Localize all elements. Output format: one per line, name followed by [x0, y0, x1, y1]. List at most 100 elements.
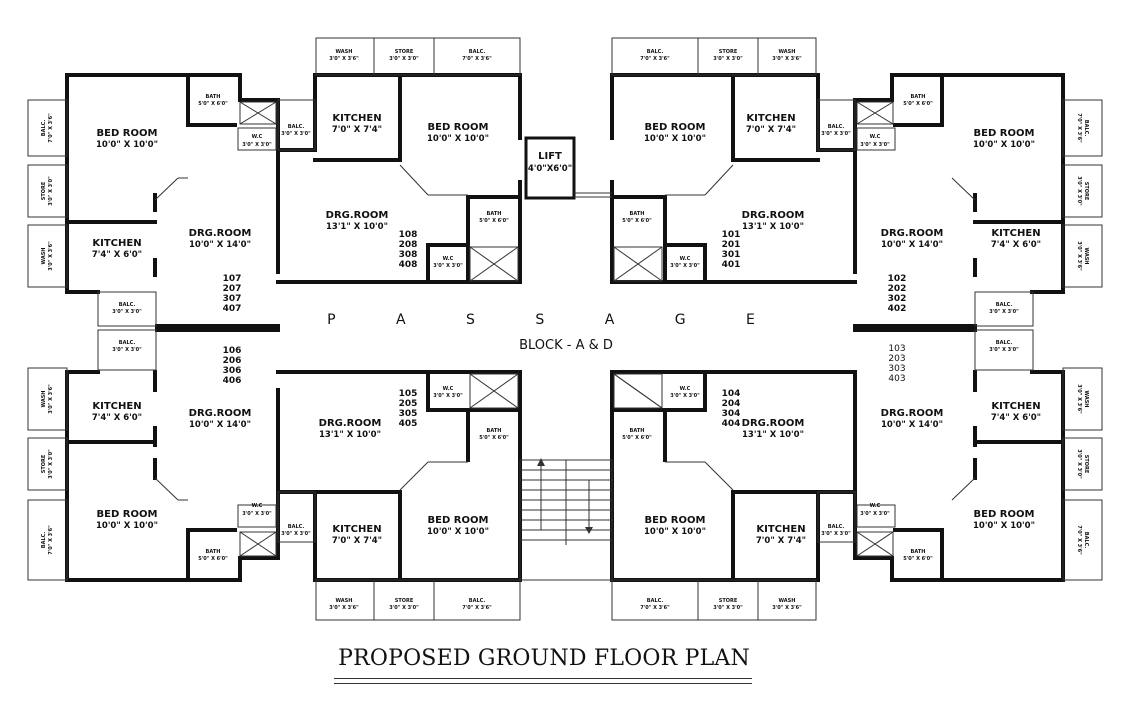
- wash-label: WASH: [41, 391, 47, 408]
- flat-number: 201: [722, 240, 741, 250]
- passage-label: P A S S A G E: [327, 312, 783, 328]
- room-bedroom-size: 10'0" X 10'0": [644, 134, 706, 144]
- down-arrow-icon: [585, 527, 593, 534]
- flat-number: 105: [399, 389, 418, 399]
- balc-size: 3'0" X 3'0": [112, 347, 142, 353]
- flat-number: 407: [223, 304, 242, 314]
- wash-size: 3'0" X 3'6": [329, 605, 359, 611]
- balc-label: BALC.: [647, 49, 664, 55]
- room-kitchen-label: KITCHEN: [92, 238, 141, 249]
- room-kitchen-size: 7'0" X 7'4": [746, 125, 796, 135]
- room-bedroom-label: BED ROOM: [97, 509, 158, 520]
- balc-label: BALC.: [469, 598, 486, 604]
- room-drg-size: 13'1" X 10'0": [319, 430, 381, 440]
- wash-size: 3'0" X 3'6": [48, 384, 54, 414]
- flat-number: 208: [399, 240, 418, 250]
- balc-size: 3'0" X 3'0": [112, 309, 142, 315]
- balc-size: 3'0" X 3'0": [821, 131, 851, 137]
- room-bedroom-size: 10'0" X 10'0": [644, 527, 706, 537]
- flat-number: 203: [888, 354, 905, 364]
- balc-size: 3'0" X 3'0": [281, 531, 311, 537]
- room-kitchen-size: 7'4" X 6'0": [991, 240, 1041, 250]
- wc-label: W.C: [680, 386, 691, 392]
- wc-size: 3'0" X 3'0": [670, 393, 700, 399]
- room-drg-label: DRG.ROOM: [326, 210, 389, 221]
- wash-label: WASH: [779, 598, 796, 604]
- balc-label: BALC.: [996, 302, 1013, 308]
- flat-number: 402: [888, 304, 907, 314]
- store-size: 3'0" X 3'0": [389, 605, 419, 611]
- room-drg-label: DRG.ROOM: [881, 228, 944, 239]
- balc-label: BALC.: [1083, 532, 1089, 549]
- balc-size: 7'0" X 3'6": [1076, 525, 1082, 555]
- room-drg-label: DRG.ROOM: [189, 408, 252, 419]
- flat-number: 307: [223, 294, 242, 304]
- balc-label: BALC.: [828, 524, 845, 530]
- store-size: 3'0" X 3'0": [713, 605, 743, 611]
- bath-label: BATH: [487, 428, 502, 434]
- bath-label: BATH: [487, 211, 502, 217]
- wash-size: 3'0" X 3'6": [48, 241, 54, 271]
- room-drg-size: 13'1" X 10'0": [742, 430, 804, 440]
- room-kitchen-label: KITCHEN: [756, 524, 805, 535]
- store-label: STORE: [719, 598, 738, 604]
- store-size: 3'0" X 3'0": [389, 56, 419, 62]
- balc-size: 7'0" X 3'6": [1076, 113, 1082, 143]
- wash-size: 3'0" X 3'6": [1076, 384, 1082, 414]
- room-drg-label: DRG.ROOM: [189, 228, 252, 239]
- balc-label: BALC.: [288, 124, 305, 130]
- balc-label: BALC.: [119, 340, 136, 346]
- flat-number: 408: [399, 260, 418, 270]
- flat-number: 104: [722, 389, 741, 399]
- flat-number: 202: [888, 284, 907, 294]
- balc-label: BALC.: [469, 49, 486, 55]
- flat-number: 107: [223, 274, 242, 284]
- room-kitchen-label: KITCHEN: [746, 113, 795, 124]
- balc-size: 3'0" X 3'0": [281, 131, 311, 137]
- flat-number: 205: [399, 399, 418, 409]
- flat-number: 301: [722, 250, 741, 260]
- balc-label: BALC.: [119, 302, 136, 308]
- store-label: STORE: [1083, 455, 1089, 474]
- room-bedroom-size: 10'0" X 10'0": [973, 140, 1035, 150]
- room-bedroom-label: BED ROOM: [974, 128, 1035, 139]
- balc-label: BALC.: [41, 120, 47, 137]
- room-bedroom-size: 10'0" X 10'0": [96, 140, 158, 150]
- balc-size: 7'0" X 3'6": [48, 525, 54, 555]
- balc-size: 7'0" X 3'6": [462, 605, 492, 611]
- room-kitchen-label: KITCHEN: [332, 113, 381, 124]
- flat-number: 403: [888, 374, 905, 384]
- flat-number: 204: [722, 399, 741, 409]
- room-bedroom-size: 10'0" X 10'0": [96, 521, 158, 531]
- flat-number: 405: [399, 419, 418, 429]
- flat-number: 303: [888, 364, 905, 374]
- wash-size: 3'0" X 3'6": [1076, 241, 1082, 271]
- wc-size: 3'0" X 3'0": [433, 263, 463, 269]
- page-title: PROPOSED GROUND FLOOR PLAN: [338, 646, 750, 671]
- room-drg-label: DRG.ROOM: [881, 408, 944, 419]
- flat-number: 102: [888, 274, 907, 284]
- bath-size: 5'0" X 6'0": [903, 101, 933, 107]
- wash-label: WASH: [336, 49, 353, 55]
- wash-label: WASH: [779, 49, 796, 55]
- room-kitchen-label: KITCHEN: [991, 228, 1040, 239]
- wc-label: W.C: [252, 503, 263, 509]
- flat-number: 108: [399, 230, 418, 240]
- room-kitchen-size: 7'4" X 6'0": [92, 250, 142, 260]
- thin-lines: [27, 37, 1103, 621]
- title-underline: [334, 683, 752, 684]
- flat-number: 302: [888, 294, 907, 304]
- bath-label: BATH: [911, 549, 926, 555]
- wc-size: 3'0" X 3'0": [242, 511, 272, 517]
- flat-number: 401: [722, 260, 741, 270]
- store-label: STORE: [395, 49, 414, 55]
- flat-number: 106: [223, 346, 242, 356]
- bath-size: 5'0" X 6'0": [622, 218, 652, 224]
- block-label: BLOCK - A & D: [519, 338, 613, 353]
- flat-number: 308: [399, 250, 418, 260]
- store-size: 3'0" X 3'0": [48, 449, 54, 479]
- store-size: 3'0" X 3'0": [713, 56, 743, 62]
- balc-size: 3'0" X 3'0": [989, 309, 1019, 315]
- up-arrow-icon: [537, 458, 545, 466]
- flat-number: 206: [223, 356, 242, 366]
